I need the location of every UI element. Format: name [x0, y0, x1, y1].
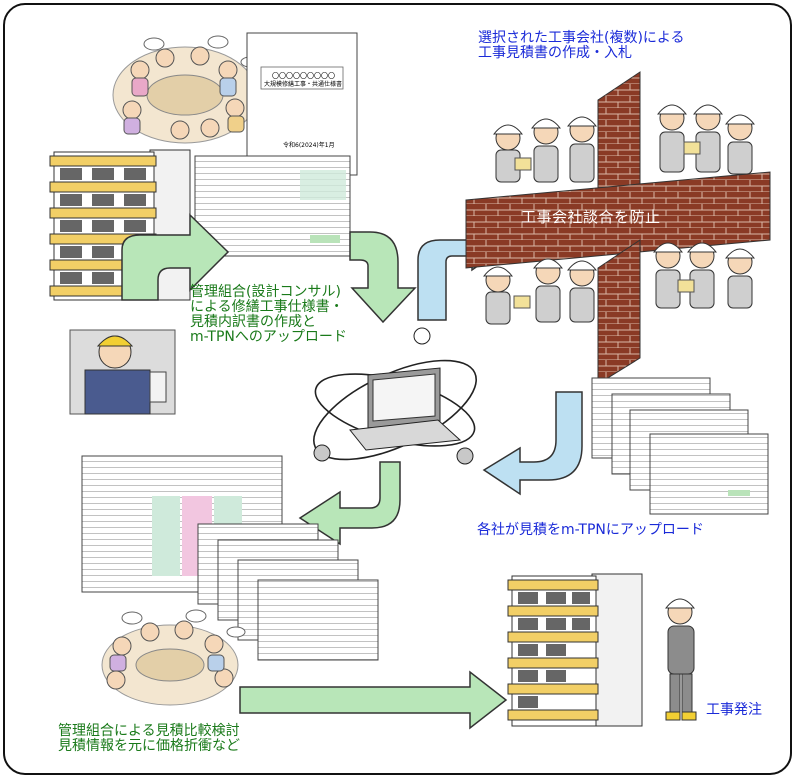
estimate-breakdown-sheet — [194, 155, 351, 257]
bidding-step-line-2: 工事見積書の作成・入札 — [478, 45, 632, 61]
apartment-building-bottom — [507, 573, 643, 727]
green-arrow-to-order — [239, 670, 508, 730]
consultant-illustration — [69, 329, 176, 415]
compare-step-line-2: 見積情報を元に価格折衝など — [58, 738, 240, 754]
m-tpn-laptop-hub — [313, 327, 477, 465]
spec-doc-heading: 〇〇〇〇〇〇〇〇〇 — [272, 72, 335, 80]
spec-doc-date: 令和6(2024)年1月 — [283, 142, 335, 149]
order-label: 工事発注 — [706, 702, 762, 718]
compare-step-line-1: 管理組合による見積比較検討 — [58, 723, 240, 739]
brick-wall-lower — [597, 239, 641, 385]
green-arrow-to-laptop — [349, 231, 417, 324]
green-arrow-upload — [121, 213, 230, 301]
contractors-bottom — [482, 242, 756, 325]
bidding-step-line-1: 選択された工事会社(複数)による — [478, 30, 685, 46]
meeting-group-illustration-bottom — [101, 609, 246, 706]
design-step-line-3: 見積内訳書の作成と — [190, 314, 316, 330]
spec-title-document — [246, 32, 358, 176]
meeting-group-illustration-top — [112, 35, 260, 144]
brick-wall-main — [465, 171, 771, 269]
contractor-estimates-stack — [591, 377, 769, 515]
diagram-frame — [3, 3, 792, 775]
upload-step-label: 各社が見積をm-TPNにアップロード — [477, 522, 704, 538]
bowing-worker-illustration — [664, 598, 697, 721]
spec-doc-subheading: 大規模修繕工事・共通仕様書 — [264, 81, 343, 88]
green-arrow-to-comparison — [298, 461, 401, 546]
compare-step-label: 管理組合による見積比較検討見積情報を元に価格折衝など — [58, 724, 240, 754]
bidding-step-label: 選択された工事会社(複数)による工事見積書の作成・入札 — [478, 31, 685, 61]
design-step-line-4: m-TPNへのアップロード — [190, 329, 347, 345]
received-estimates-stack — [197, 523, 379, 661]
contractors-top — [492, 104, 756, 183]
design-step-line-1: 管理組合(設計コンサル) — [190, 284, 341, 300]
design-step-line-2: による修繕工事仕様書・ — [190, 299, 344, 315]
apartment-building-top — [49, 149, 191, 301]
blue-arrow-estimates-to-laptop — [482, 391, 583, 496]
anti-collusion-wall-label: 工事会社談合を防止 — [521, 208, 661, 226]
